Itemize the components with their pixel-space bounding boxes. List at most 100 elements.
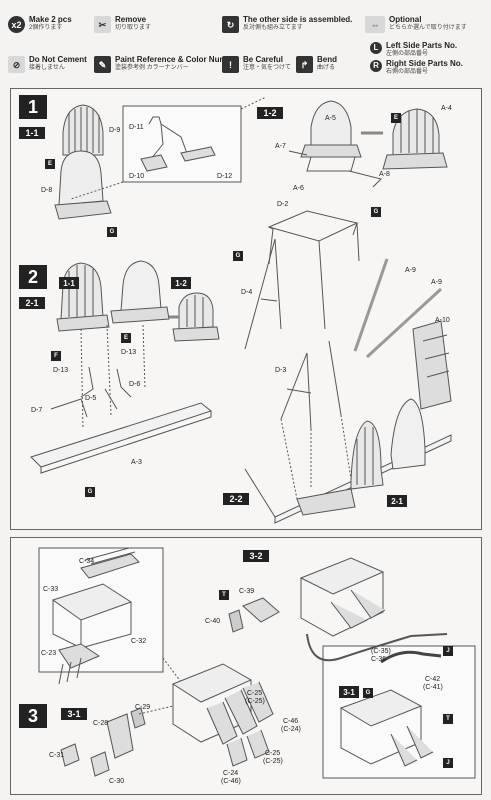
part-label: C-25 — [265, 750, 281, 757]
legend-other-side: ↻ The other side is assembled.反対側も組み立てます — [222, 16, 352, 33]
floor-plate-a3-drawing — [30, 402, 213, 474]
right-side-icon: R — [370, 60, 382, 72]
part-label: D-8 — [41, 187, 53, 194]
part-label: C-28 — [93, 720, 109, 727]
mount-drawing — [60, 705, 174, 777]
part-label: A-4 — [441, 105, 452, 112]
ref-2-1-label: 2-1 — [387, 495, 407, 507]
step-3-2-label: 3-2 — [243, 550, 269, 562]
paint-code-badge: J — [443, 646, 453, 656]
paint-code-badge: J — [443, 758, 453, 768]
paint-code-badge: G — [107, 227, 117, 237]
part-label: C-32 — [131, 638, 147, 645]
ref-1-1-label: 1-1 — [59, 277, 79, 289]
warning-icon: ! — [222, 56, 239, 73]
paint-code-badge: E — [121, 333, 131, 343]
step-2-2-label: 2-2 — [223, 493, 249, 505]
part-label: D-4 — [241, 289, 253, 296]
engine-block-exploded-drawing — [51, 547, 140, 685]
part-label: A-6 — [293, 185, 304, 192]
part-label: A-7 — [275, 143, 286, 150]
part-label: D-13 — [121, 349, 137, 356]
part-label: C-36 — [371, 656, 387, 663]
no-cement-icon: ⊘ — [8, 56, 25, 73]
part-label: (C-25) — [263, 758, 283, 765]
seat-shell-d8-drawing — [54, 150, 112, 220]
part-label: D-2 — [277, 201, 289, 208]
part-label: C-34 — [79, 558, 95, 565]
part-label: D-12 — [217, 173, 233, 180]
ref-3-1-label: 3-1 — [339, 686, 359, 698]
part-label: C-31 — [49, 752, 65, 759]
step-1-1-label: 1-1 — [19, 127, 45, 139]
part-label: (C-41) — [423, 684, 443, 691]
step-3-1-label: 3-1 — [61, 708, 87, 720]
ref-1-2-label: 1-2 — [171, 277, 191, 289]
seat-a5-drawing — [300, 100, 362, 172]
seat-a4-drawing — [382, 108, 448, 170]
part-label: C-42 — [425, 676, 441, 683]
steps-1-2-panel: 1 1-1 1-2 2 2-1 2-2 1-1 1-2 2-1 D-9 D-8 … — [10, 88, 482, 530]
part-label: C-40 — [205, 618, 221, 625]
engine-3-1-inset-drawing — [339, 650, 442, 767]
part-label: D-9 — [109, 127, 121, 134]
paint-code-badge: T — [219, 590, 229, 600]
seat-assembly-illustration — [30, 96, 452, 524]
part-label: D-6 — [129, 381, 141, 388]
part-label: D-7 — [31, 407, 43, 414]
part-label: A-3 — [131, 459, 142, 466]
scissors-icon: ✂ — [94, 16, 111, 33]
part-label: A-9 — [405, 267, 416, 274]
engine-assembly-illustration — [38, 547, 476, 779]
seat-2-1-plain-drawing — [110, 260, 170, 324]
step-1-2-label: 1-2 — [257, 107, 283, 119]
engine-3-2-drawing — [228, 557, 448, 662]
paint-code-badge: T — [443, 714, 453, 724]
part-label: D-3 — [275, 367, 287, 374]
part-label: D-13 — [53, 367, 69, 374]
part-label: (C-24) — [281, 726, 301, 733]
seat-2-1-alt-drawing — [172, 292, 220, 342]
seat-back-d9-drawing — [62, 104, 104, 156]
double-arrow-icon: ⇔ — [365, 16, 385, 33]
part-label: (C-25) — [245, 698, 265, 705]
step-3-label: 3 — [19, 704, 47, 728]
part-label: C-23 — [41, 650, 57, 657]
engine-main-drawing — [171, 663, 274, 767]
paint-code-badge: E — [45, 159, 55, 169]
part-label: A-8 — [379, 171, 390, 178]
paint-code-badge: E — [391, 113, 401, 123]
paint-brush-icon: ✎ — [94, 56, 111, 73]
step-3-panel: 3 3-1 3-2 3-1 C-34 C-33 C-32 C-23 C-39 C… — [10, 537, 482, 795]
part-label: C-30 — [109, 778, 125, 785]
part-label: A-10 — [435, 317, 450, 324]
step-1-label: 1 — [19, 95, 47, 119]
part-label: C-25 — [247, 690, 263, 697]
paint-code-badge: G — [233, 251, 243, 261]
step-2-label: 2 — [19, 265, 47, 289]
bend-icon: ↱ — [296, 56, 313, 73]
make-two-icon: x2 — [8, 16, 25, 33]
paint-code-badge: G — [85, 487, 95, 497]
step-2-1-label: 2-1 — [19, 297, 45, 309]
legend-right-side: R Right Side Parts No.右側の部品番号 — [370, 60, 463, 76]
part-label: A-9 — [431, 279, 442, 286]
part-label: A-5 — [325, 115, 336, 122]
part-label: C-24 — [223, 770, 239, 777]
part-label: D-11 — [129, 124, 144, 131]
seat-2-1-striped-drawing — [56, 262, 110, 332]
paint-code-badge: G — [371, 207, 381, 217]
part-label: C-39 — [239, 588, 255, 595]
part-label: D-10 — [129, 173, 145, 180]
part-label: C-33 — [43, 586, 59, 593]
floor-2-2-drawing — [244, 398, 452, 524]
part-label: D-5 — [85, 395, 97, 402]
